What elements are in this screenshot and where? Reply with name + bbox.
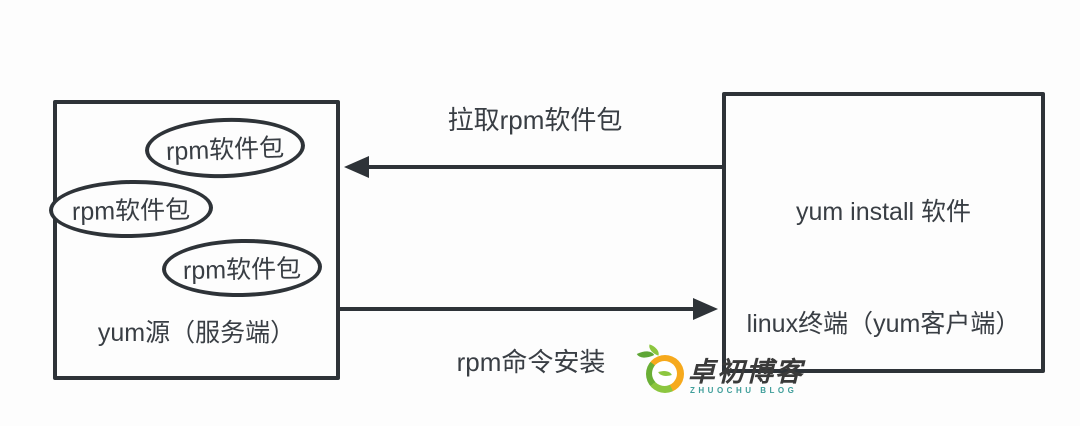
yum-source-caption: yum源（服务端） <box>97 319 296 347</box>
pull-arrow-label: 拉取rpm软件包 <box>447 105 623 135</box>
watermark-blog-subtitle: ZHUOCHU BLOG <box>690 386 798 395</box>
install-arrow-line <box>340 307 697 311</box>
rpm-package-label: rpm软件包 <box>165 133 285 167</box>
linux-terminal-client-box: yum install 软件 linux终端（yum客户端） <box>722 92 1045 373</box>
logo-inner-leaf-icon <box>658 368 672 379</box>
install-arrow-label: rpm命令安装 <box>456 347 606 377</box>
logo-inner-circle <box>652 361 677 386</box>
zhuochu-blog-watermark: 卓初博客 ZHUOCHU BLOG <box>636 344 802 404</box>
linux-terminal-caption: linux终端（yum客户端） <box>746 310 1021 338</box>
pull-arrow-line <box>360 165 722 169</box>
yum-install-command-text: yum install 软件 <box>795 198 972 226</box>
zhuochu-logo-icon <box>646 355 684 393</box>
rpm-package-label: rpm软件包 <box>71 195 191 227</box>
install-arrow-right-head-icon <box>693 298 718 320</box>
rpm-package-label: rpm软件包 <box>182 254 302 286</box>
pull-arrow-left-head-icon <box>344 156 369 178</box>
watermark-blog-name: 卓初博客 <box>688 357 804 388</box>
